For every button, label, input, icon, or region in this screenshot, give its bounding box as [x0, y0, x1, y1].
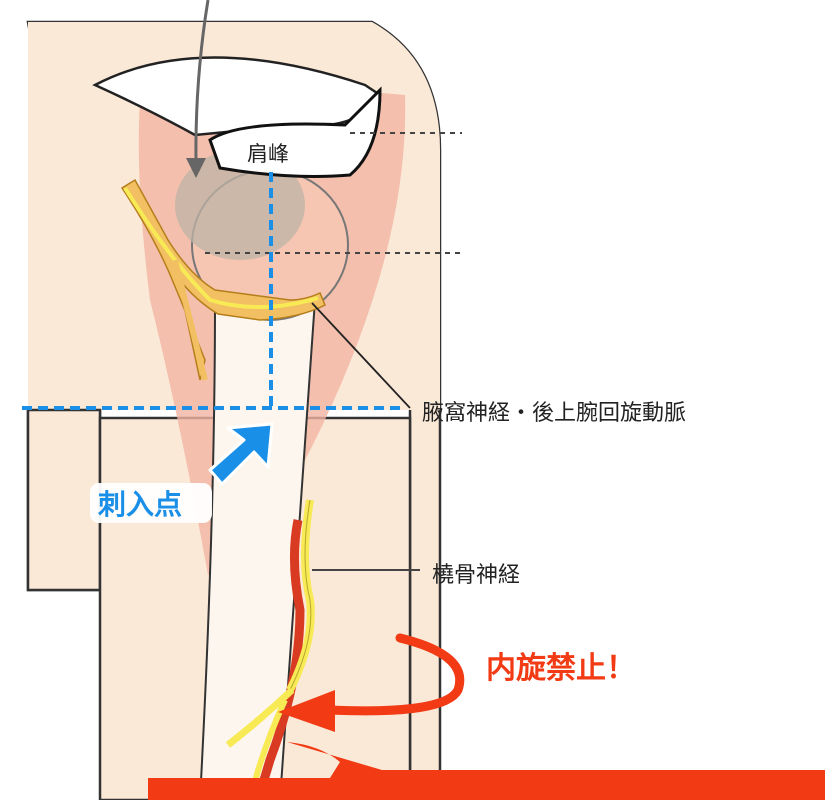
label-axillary: 腋窩神経・後上腕回旋動脈 [422, 401, 686, 426]
label-warning: 内旋禁止！ [486, 651, 636, 686]
label-acromion: 肩峰 [247, 142, 289, 166]
label-radial: 橈骨神経 [432, 563, 520, 588]
torso-lower-left [28, 410, 100, 590]
label-insertion: 刺入点 [98, 488, 182, 521]
